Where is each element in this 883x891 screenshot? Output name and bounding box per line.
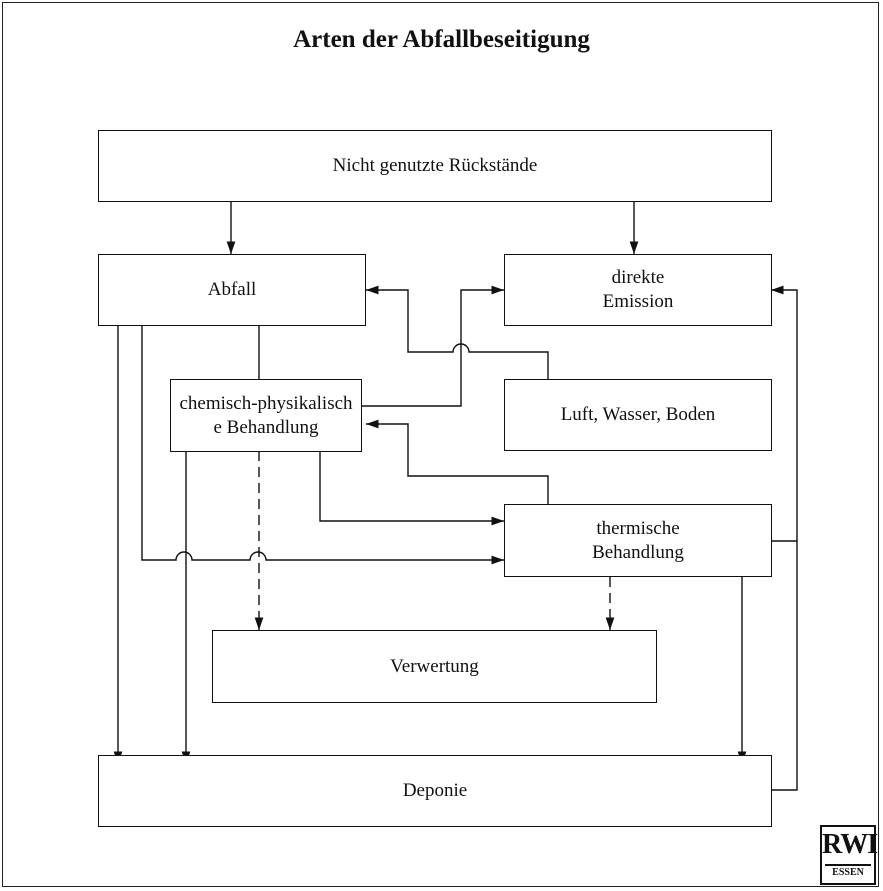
node-luft: Luft, Wasser, Boden <box>504 379 772 451</box>
rwi-logo-main: RWI <box>822 829 878 860</box>
node-luft-label: Luft, Wasser, Boden <box>560 404 716 425</box>
node-abfall: Abfall <box>98 254 366 326</box>
node-rueckstaende-label: Nicht genutzte Rückstände <box>332 155 538 176</box>
node-emission: direkte Emission <box>504 254 772 326</box>
node-deponie: Deponie <box>98 755 772 827</box>
rwi-logo: RWI ESSEN <box>820 825 878 885</box>
node-abfall-label: Abfall <box>207 279 257 300</box>
arrow-thermisch-emission <box>771 285 798 542</box>
arrow-luft-abfall <box>366 285 549 379</box>
node-rueckstaende: Nicht genutzte Rückstände <box>98 130 772 202</box>
arrow-abfall-thermisch <box>141 325 504 565</box>
node-thermisch-label: thermische Behandlung <box>592 517 684 563</box>
diagram-title: Arten der Abfallbeseitigung <box>293 26 590 53</box>
node-chemisch: chemisch-physikalische Behandlung <box>170 379 362 452</box>
node-thermisch: thermische Behandlung <box>504 504 772 577</box>
node-verwertung-label: Verwertung <box>390 655 479 677</box>
arrow-chemisch-emission <box>362 285 504 407</box>
node-emission-label: direkte Emission <box>602 267 674 312</box>
rwi-logo-sub: ESSEN <box>825 864 871 880</box>
node-deponie-label: Deponie <box>402 780 468 801</box>
arrow-deponie-emission <box>771 541 798 791</box>
node-verwertung: Verwertung <box>212 630 657 703</box>
arrow-thermisch-chemisch <box>366 419 549 504</box>
node-chemisch-label: chemisch-physikalische Behandlung <box>179 392 353 438</box>
arrow-chemisch-thermisch <box>319 451 504 526</box>
